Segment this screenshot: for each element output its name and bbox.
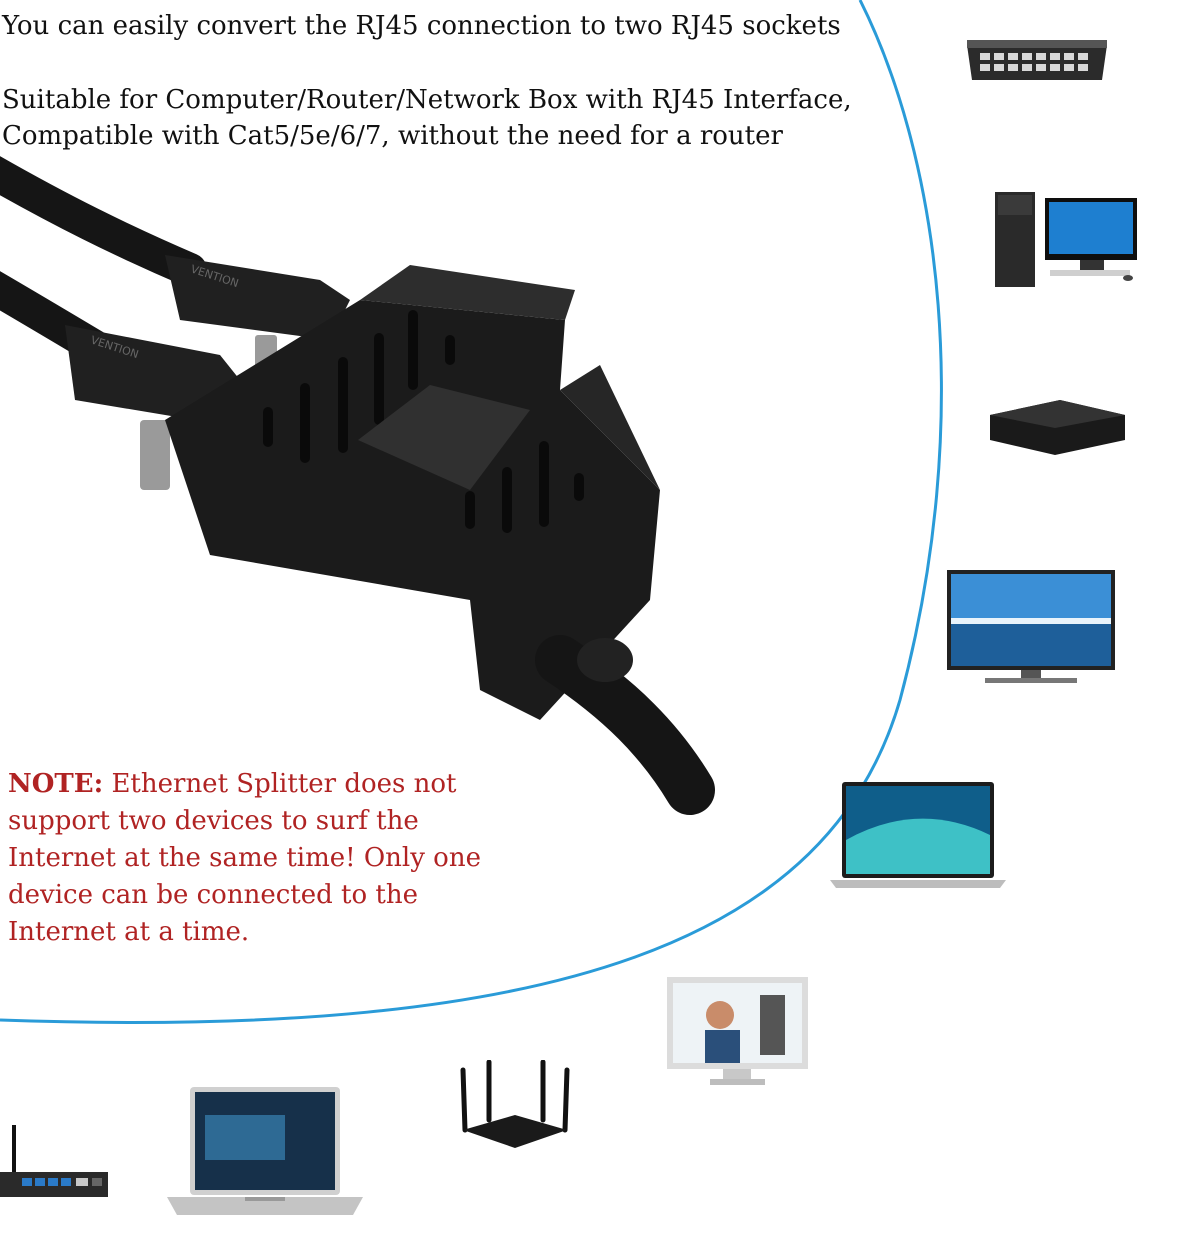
wifi-router-icon (460, 1060, 570, 1148)
adsl-router-icon (0, 1125, 108, 1197)
monitor-icon (667, 977, 808, 1085)
tv-box-icon (990, 400, 1125, 455)
intro-line-2: Suitable for Computer/Router/Network Box… (2, 85, 852, 115)
note-paragraph: NOTE: Ethernet Splitter does not support… (8, 766, 488, 951)
intro-line-3: Compatible with Cat5/5e/6/7, without the… (2, 121, 783, 151)
laptop-icon (830, 782, 1006, 888)
laptop-silver-icon (167, 1087, 363, 1215)
ethernet-splitter-image: VENTION VENTION (0, 156, 715, 815)
note-text: Ethernet Splitter does not support two d… (8, 769, 481, 947)
television-icon (947, 570, 1115, 683)
desktop-computer-icon (995, 192, 1137, 287)
note-label: NOTE: (8, 769, 104, 799)
network-switch-icon (967, 40, 1107, 80)
intro-line-1: You can easily convert the RJ45 connecti… (2, 11, 841, 41)
